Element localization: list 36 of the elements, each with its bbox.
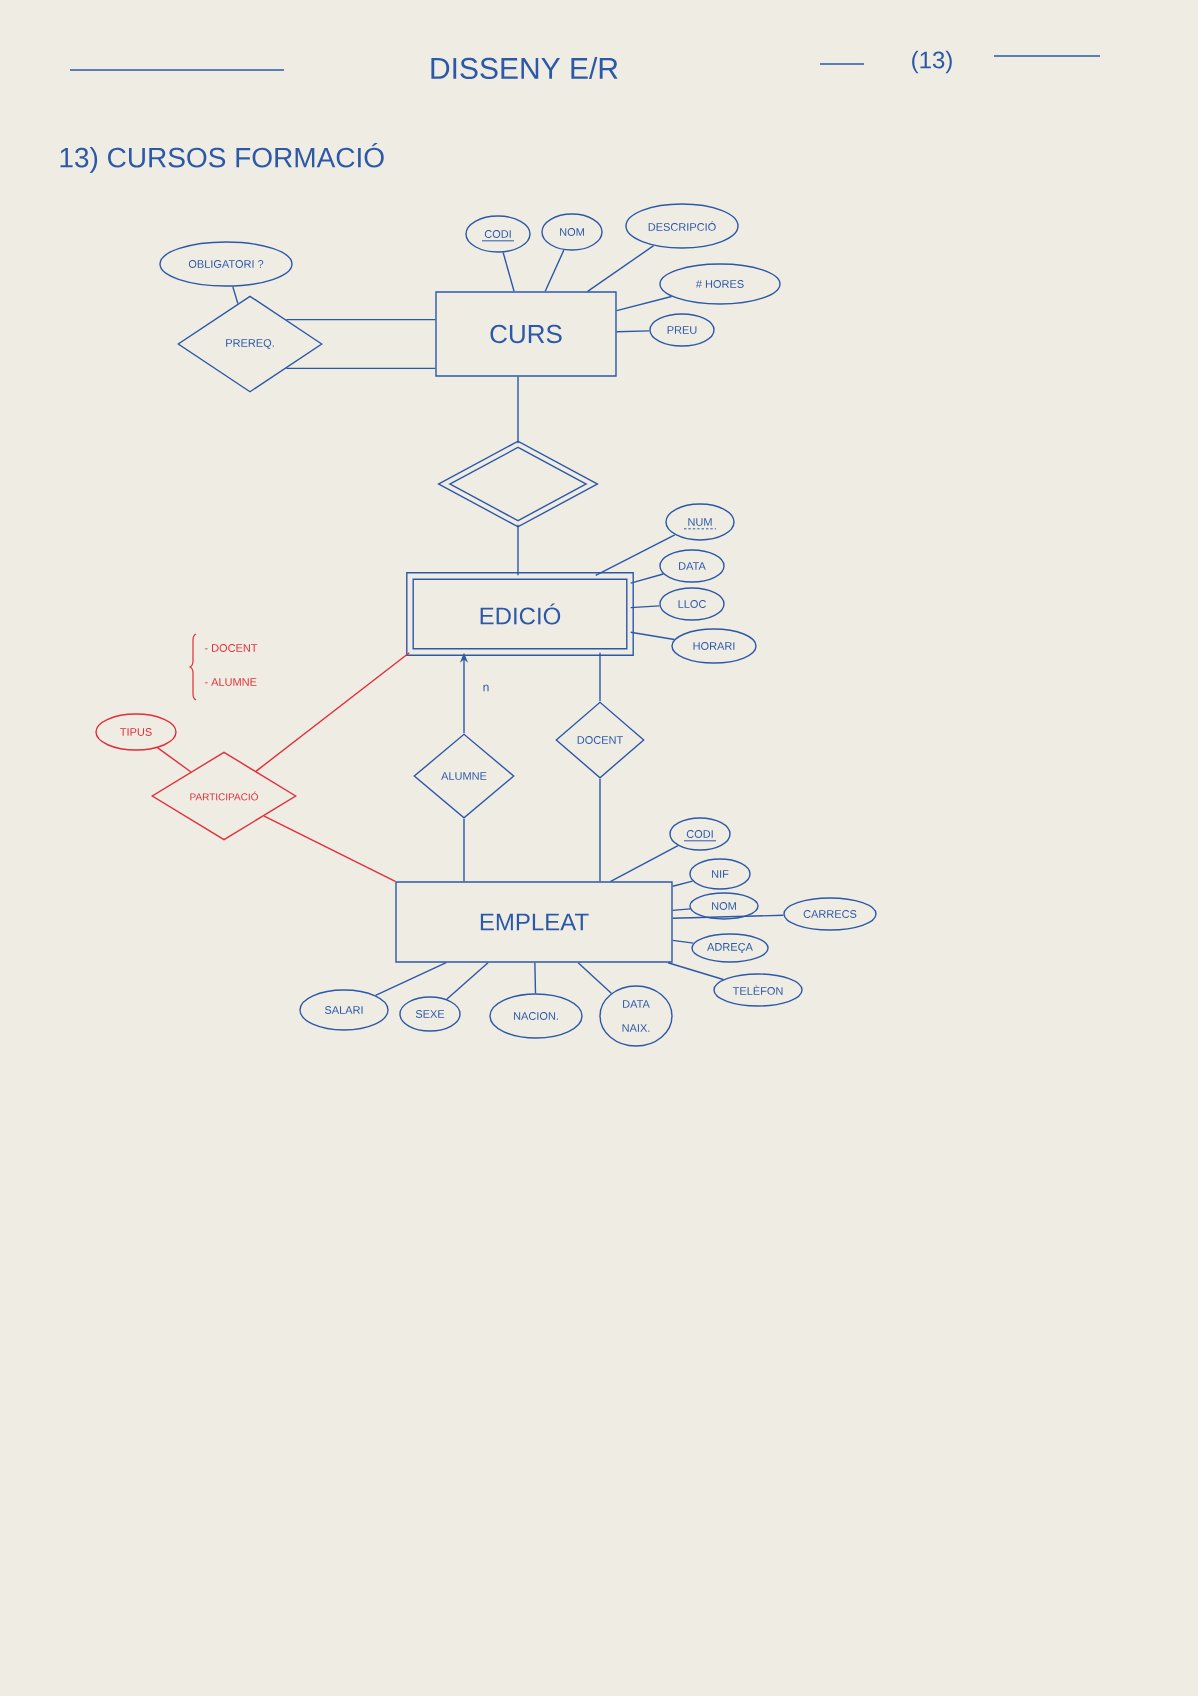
- connector-line: [544, 249, 565, 292]
- connector-line: [285, 318, 436, 321]
- connector-line: [263, 815, 396, 882]
- connector-line: [517, 524, 519, 576]
- weak-entity-box: EDICIÓ: [406, 572, 634, 656]
- connector-line: [534, 962, 537, 994]
- connector-line: [672, 914, 785, 919]
- connector-line: [630, 631, 676, 641]
- connector-line: [630, 573, 664, 584]
- entity-box: CURS: [435, 291, 617, 377]
- connector-line: [616, 295, 673, 312]
- subtitle: 13) CURSOS FORMACIÓ: [60, 143, 384, 174]
- connector-line: [672, 939, 695, 944]
- page-number: (13): [912, 50, 952, 74]
- entity-box: EMPLEAT: [395, 881, 673, 963]
- connector-line: [586, 244, 655, 292]
- connector-line: [232, 285, 239, 305]
- connector-line: [610, 844, 679, 882]
- connector-line: [285, 367, 436, 370]
- connector-line: [672, 908, 691, 912]
- connector-line: [157, 747, 192, 773]
- connector-line: [255, 652, 410, 772]
- connector-line: [599, 652, 601, 702]
- connector-line: [595, 534, 676, 576]
- connector-line: [463, 818, 465, 882]
- connector-line: [616, 330, 651, 333]
- connector-line: [517, 376, 519, 444]
- connector-line: [446, 962, 489, 1000]
- connector-line: [630, 605, 661, 609]
- connector-line: [667, 962, 724, 981]
- connector-line: [577, 962, 613, 994]
- connector-line: [374, 962, 447, 997]
- title: DISSENY E/R: [431, 57, 618, 79]
- connector-line: [672, 880, 694, 887]
- connector-line: [502, 251, 515, 292]
- connector-line: [599, 778, 601, 882]
